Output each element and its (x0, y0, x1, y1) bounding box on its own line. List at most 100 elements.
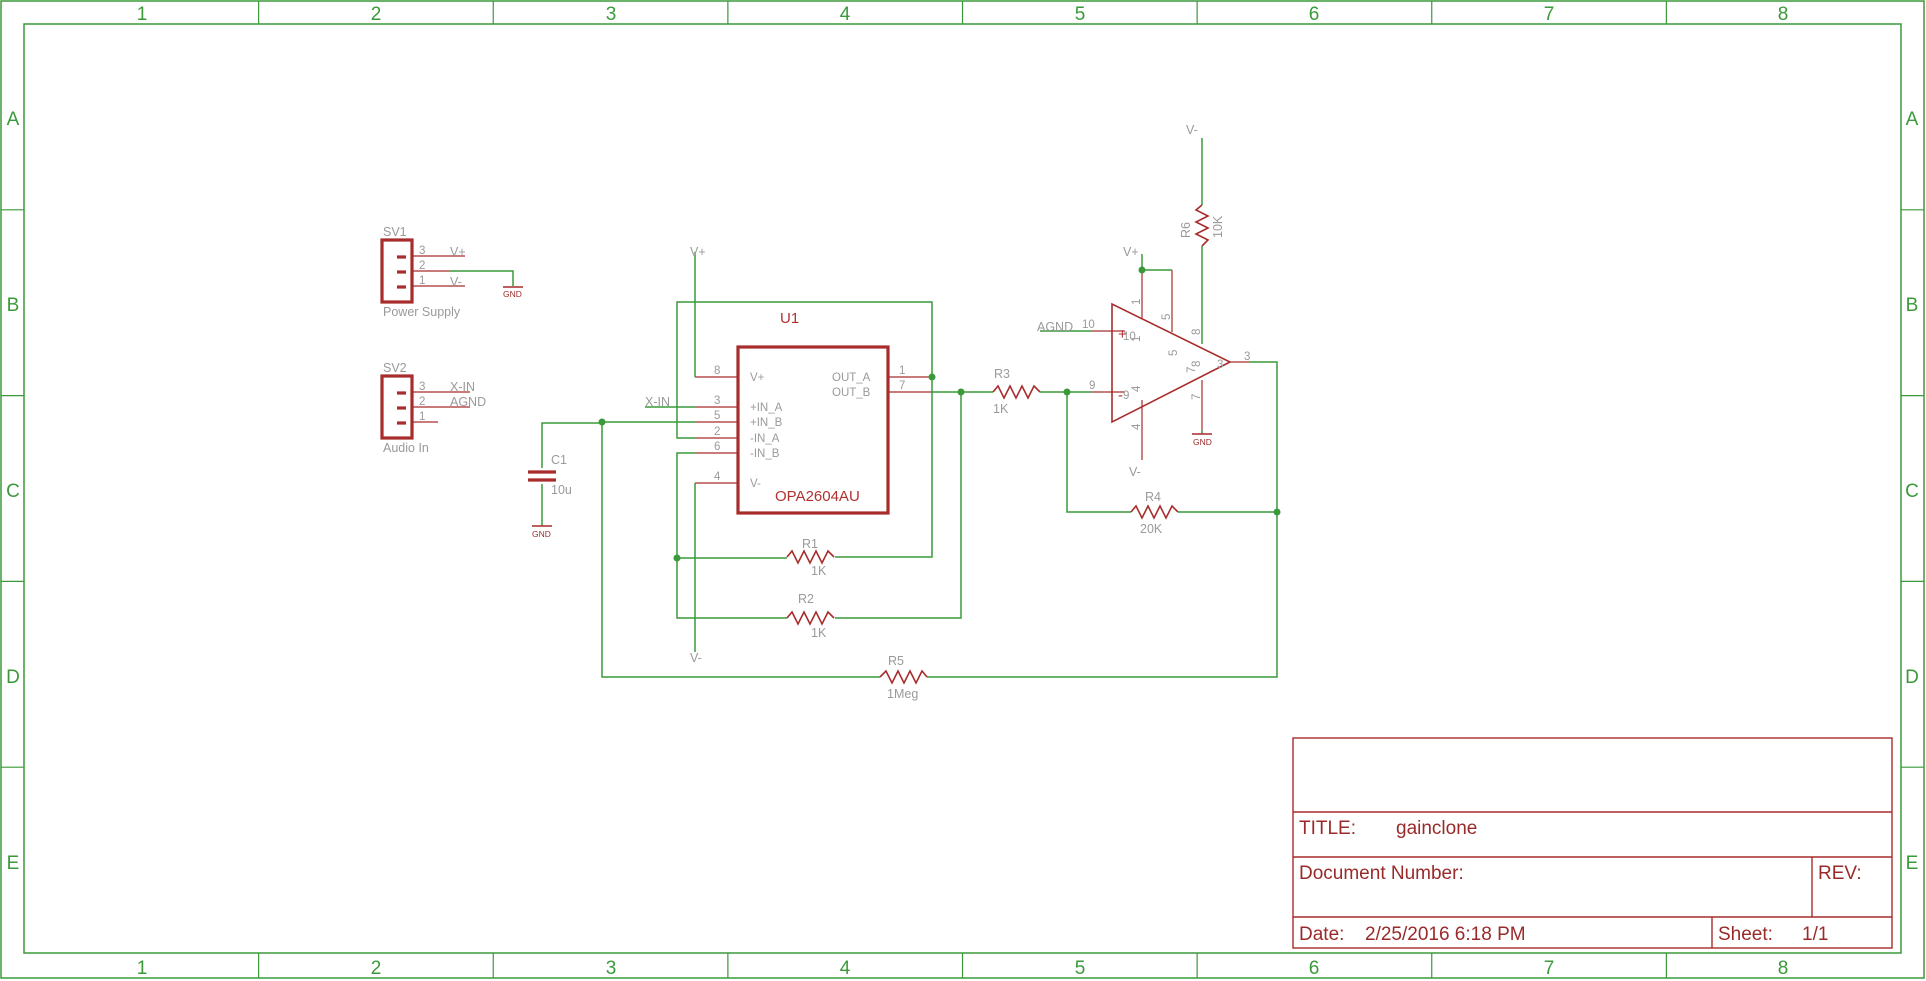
col-label-top-6: 6 (1309, 4, 1320, 25)
sv2-ref: SV2 (383, 361, 407, 375)
row-label-left-d: D (6, 667, 20, 688)
amp-gnd-label: GND (1193, 437, 1212, 447)
amp-pin-8: 8 (1191, 329, 1203, 335)
row-label-left-c: C (6, 481, 20, 502)
col-label-top-3: 3 (606, 4, 617, 25)
sv1-gnd-wire (450, 270, 514, 286)
r6-ref: R6 (1179, 222, 1193, 238)
u1-xin-net: X-IN (645, 395, 670, 409)
amp-inner-10: 10 (1123, 331, 1136, 343)
sv2-connector[interactable] (380, 374, 470, 440)
u1-pin-2-num: 2 (714, 426, 720, 438)
amp-plus-sign: + (1118, 326, 1127, 343)
amp-pin-1: 1 (1131, 299, 1143, 305)
col-label-top-2: 2 (371, 4, 382, 25)
col-label-top-1: 1 (137, 4, 148, 25)
col-label-top-5: 5 (1075, 4, 1086, 25)
sheet-label: Sheet: (1718, 924, 1773, 945)
amp-inner-8: 8 (1191, 361, 1203, 367)
r3-value: 1K (993, 402, 1009, 416)
u1-pin-3-num: 3 (714, 395, 720, 407)
u1-pin-8-num: 8 (714, 365, 720, 377)
u1-chip[interactable] (695, 345, 932, 515)
u1-value: OPA2604AU (775, 488, 860, 505)
c1-value: 10u (551, 483, 572, 497)
amp-vminus-net: V- (1129, 465, 1141, 479)
resistor-r2[interactable] (786, 610, 835, 626)
u1-pin-outa-name: OUT_A (832, 372, 871, 384)
r4-ref: R4 (1145, 490, 1161, 504)
u1-wiring (601, 252, 1278, 678)
r5-value: 1Meg (887, 687, 918, 701)
col-label-top-8: 8 (1778, 4, 1789, 25)
sv1-connector[interactable] (380, 238, 465, 304)
c1-ref: C1 (551, 453, 567, 467)
date-label: Date: (1299, 924, 1344, 945)
sv2-pin1: 1 (419, 411, 425, 423)
col-label-top-7: 7 (1544, 4, 1555, 25)
resistor-r4[interactable] (1066, 392, 1277, 520)
row-label-right-d: D (1905, 667, 1919, 688)
col-label-bottom-2: 2 (371, 958, 382, 979)
amp-inner-7: 7 (1186, 367, 1198, 373)
rev-label: REV: (1818, 863, 1862, 884)
row-label-left-a: A (7, 109, 20, 130)
amp-pin-9: 9 (1089, 380, 1095, 392)
r5-ref: R5 (888, 654, 904, 668)
u1-pin-4-num: 4 (714, 471, 721, 483)
u1-pin-7-num: 7 (899, 380, 905, 392)
u1-pin-5-num: 5 (714, 410, 720, 422)
capacitor-c1[interactable] (528, 422, 602, 527)
r6-value: 10K (1211, 215, 1225, 238)
u1-vplus-net: V+ (690, 245, 706, 259)
u1-pin-inna-name: -IN_A (750, 433, 780, 445)
date-value: 2/25/2016 6:18 PM (1365, 924, 1526, 945)
resistor-r1[interactable] (786, 549, 835, 565)
col-label-bottom-3: 3 (606, 958, 617, 979)
col-label-bottom-5: 5 (1075, 958, 1086, 979)
r2-value: 1K (811, 626, 827, 640)
amp-pin-4: 4 (1131, 423, 1143, 430)
u1-pin-vminus-name: V- (750, 478, 761, 490)
sv1-gnd-label: GND (503, 289, 522, 299)
u1-vminus-net: V- (690, 651, 702, 665)
r4-value: 20K (1140, 522, 1163, 536)
amp-agnd-net: AGND (1037, 320, 1073, 334)
r1-ref: R1 (802, 537, 818, 551)
u1-pin-innb-name: -IN_B (750, 448, 780, 460)
col-label-top-4: 4 (840, 4, 851, 25)
sv2-pin3: 3 (419, 381, 425, 393)
title-block (1292, 737, 1893, 949)
col-label-bottom-1: 1 (137, 958, 148, 979)
resistor-r6[interactable] (1194, 138, 1210, 344)
sheet-value: 1/1 (1802, 924, 1828, 945)
row-label-right-a: A (1906, 109, 1919, 130)
r1-value: 1K (811, 564, 827, 578)
row-label-right-b: B (1906, 295, 1919, 316)
resistor-r3[interactable] (987, 384, 1092, 400)
sv1-net-vplus: V+ (450, 245, 466, 259)
row-label-left-b: B (7, 295, 20, 316)
amp-pin-7: 7 (1191, 394, 1203, 400)
title-value: gainclone (1396, 818, 1477, 839)
sv1-value: Power Supply (383, 305, 461, 319)
sv2-value: Audio In (383, 441, 429, 455)
amp-vplus-net: V+ (1123, 245, 1139, 259)
sv1-pin2: 2 (419, 260, 425, 272)
amp-minus-sign: - (1118, 387, 1123, 404)
resistor-r5[interactable] (879, 669, 928, 685)
u1-pin-inpa-name: +IN_A (750, 402, 783, 414)
junctions (598, 266, 1281, 562)
u1-pin-1-num: 1 (899, 365, 905, 377)
r2-ref: R2 (798, 592, 814, 606)
title-label: TITLE: (1299, 818, 1356, 839)
amp-inner-5: 5 (1168, 350, 1180, 356)
amplifier-symbol[interactable] (1040, 254, 1278, 512)
amp-pin-3: 3 (1244, 351, 1250, 363)
u1-pin-vplus-name: V+ (750, 372, 765, 384)
amp-inner-1: 1 (1131, 336, 1143, 342)
sv1-pin1: 1 (419, 275, 425, 287)
u1-pin-6-num: 6 (714, 441, 720, 453)
